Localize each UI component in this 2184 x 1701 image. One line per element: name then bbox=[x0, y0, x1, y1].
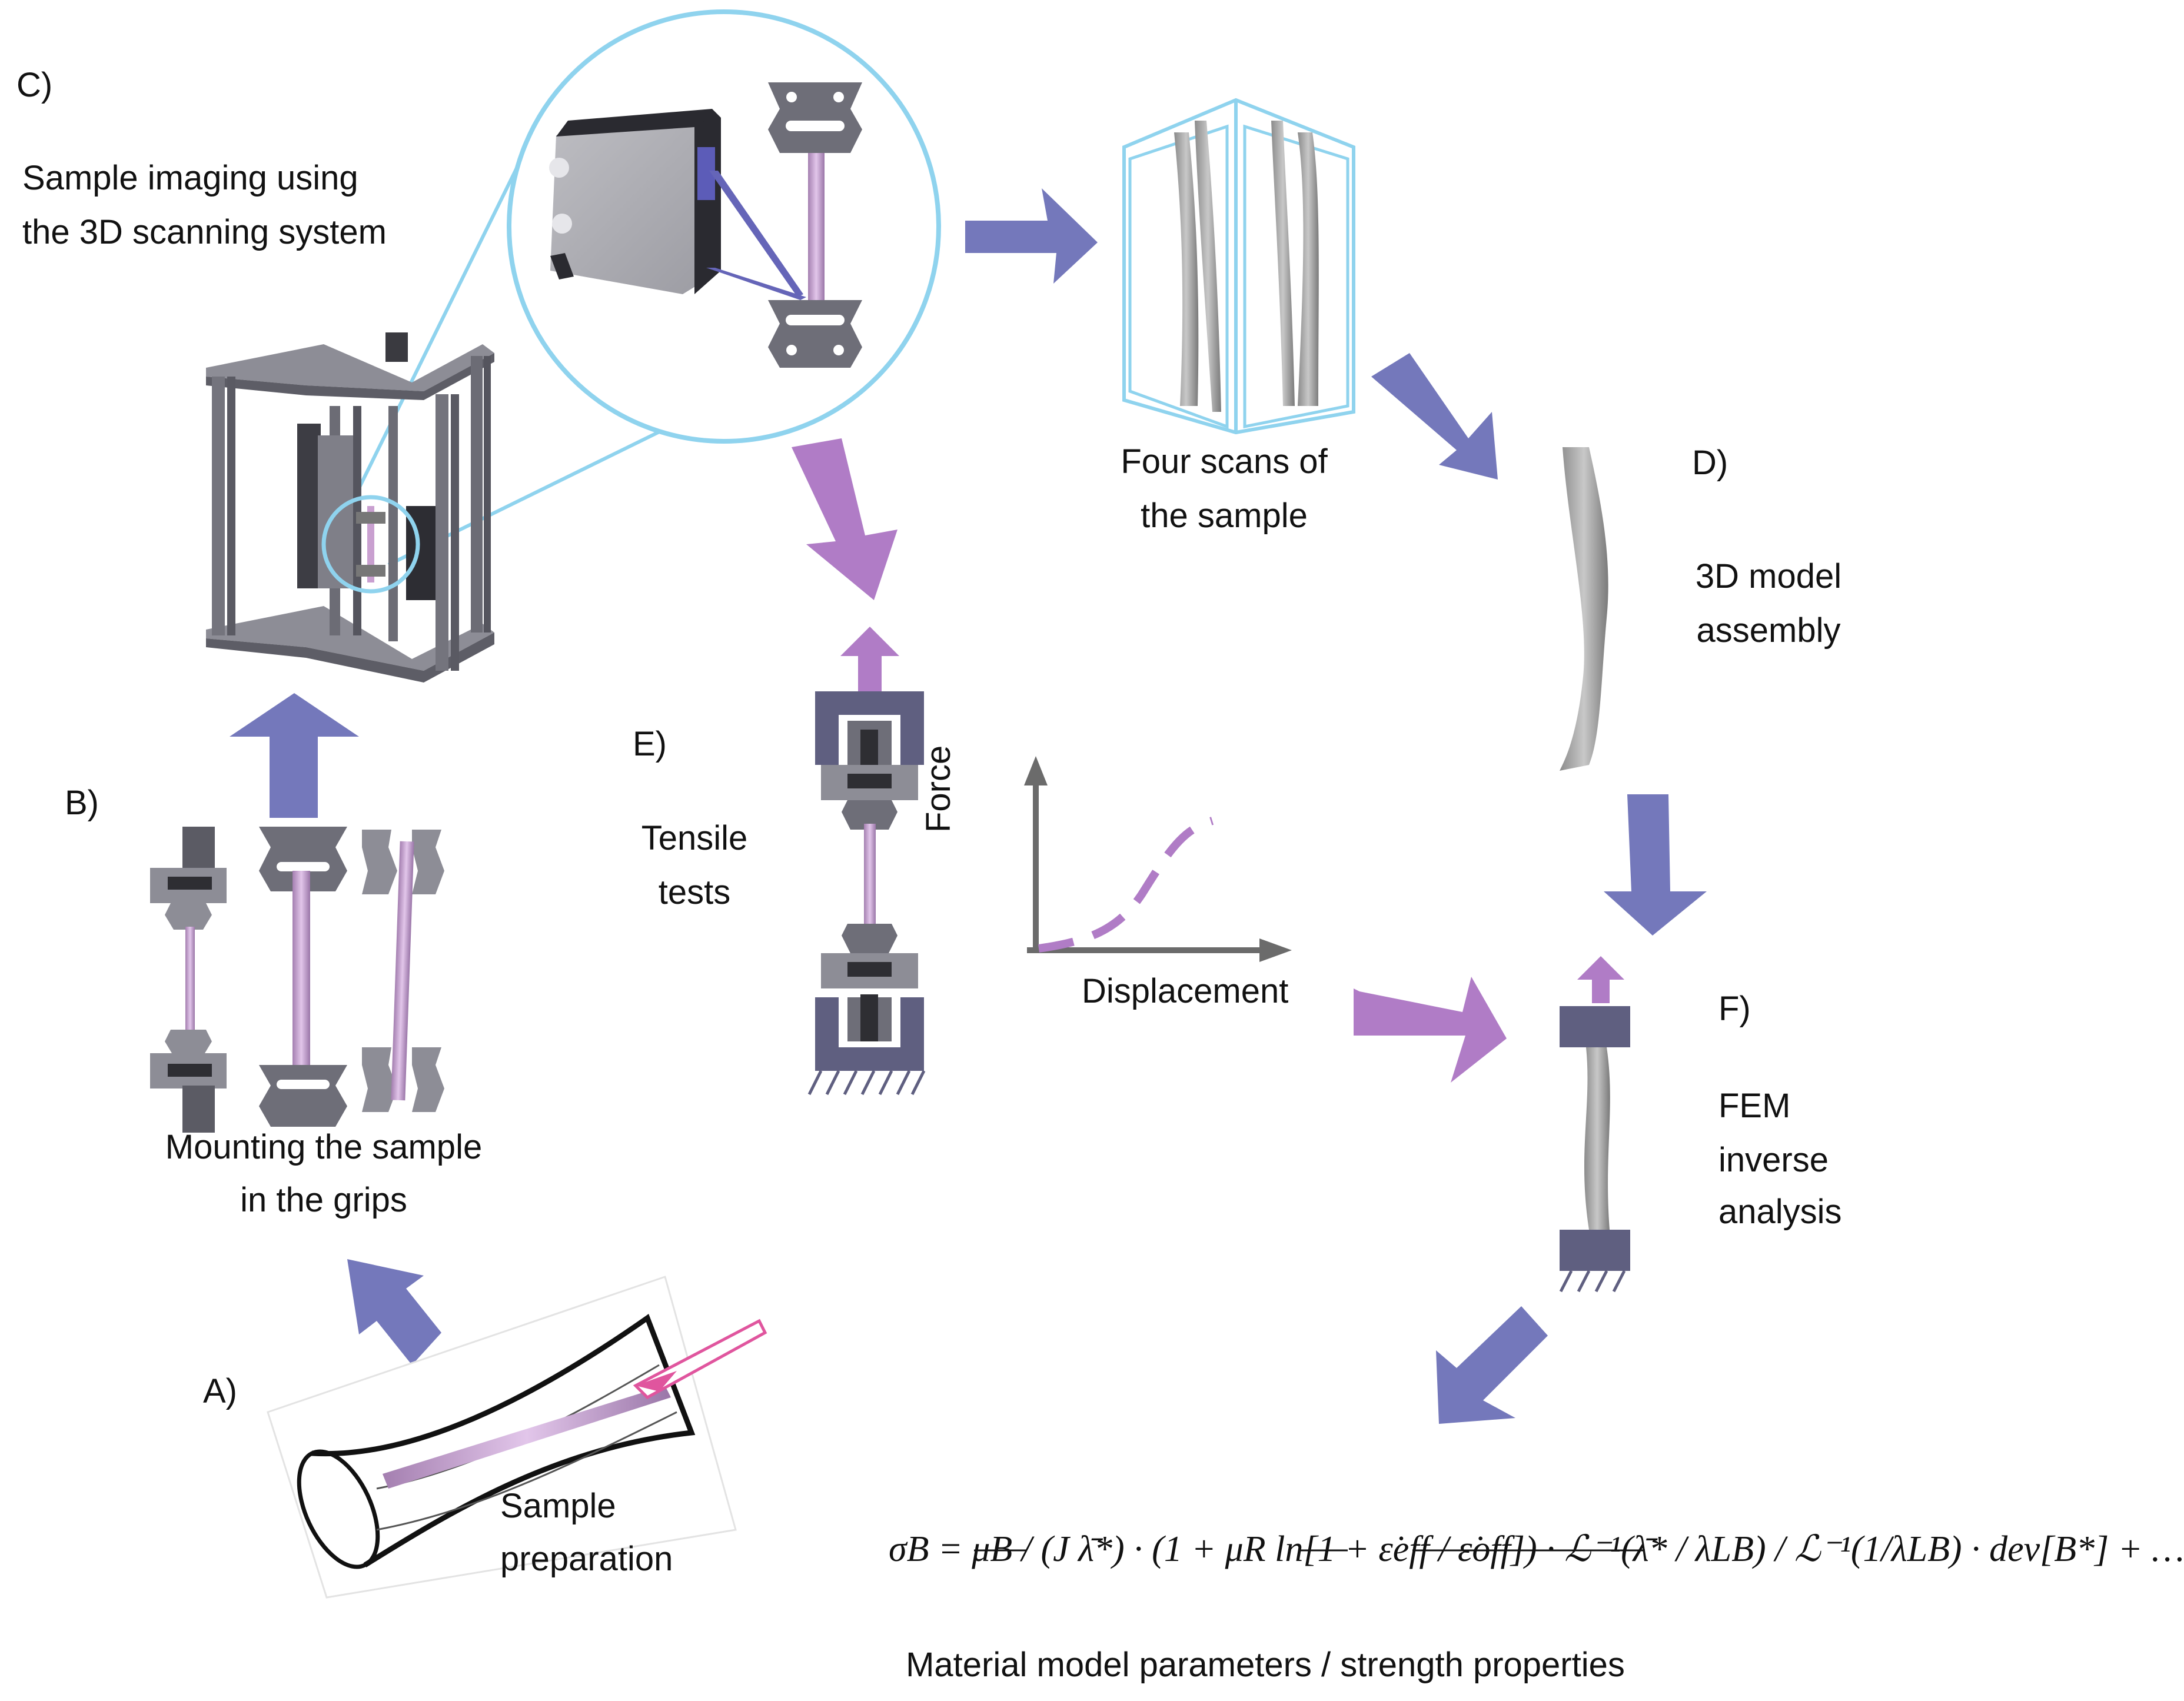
label-a: A) bbox=[203, 1372, 237, 1410]
grips-illustration bbox=[150, 827, 444, 1133]
label-f-desc-line3: analysis bbox=[1718, 1193, 1842, 1231]
label-c-desc-line1: Sample imaging using bbox=[22, 159, 358, 197]
label-e-desc-line2: tests bbox=[658, 873, 731, 911]
label-d: D) bbox=[1692, 444, 1728, 482]
material-model-equation: σB = μB / (J λ̄*) · (1 + μR ln[1 + ε̇eff… bbox=[889, 1529, 2184, 1569]
arrow-a-to-b bbox=[347, 1259, 441, 1365]
workflow-diagram: C) Sample imaging using the 3D scanning … bbox=[16, 9, 2184, 1684]
zoom-circle bbox=[507, 9, 941, 444]
label-f-desc-line2: inverse bbox=[1718, 1141, 1829, 1179]
arrow-d-to-f bbox=[1604, 794, 1707, 936]
bottom-caption: Material model parameters / strength pro… bbox=[906, 1646, 1625, 1684]
label-b-desc-line2: in the grips bbox=[240, 1181, 407, 1219]
diagram-graphics bbox=[150, 9, 1707, 1599]
tensile-test-illustration bbox=[807, 627, 926, 1096]
scanning-frame-illustration bbox=[206, 105, 725, 683]
label-e-desc-line1: Tensile bbox=[641, 819, 748, 857]
axis-label-displacement: Displacement bbox=[1082, 972, 1289, 1010]
force-displacement-plot bbox=[1024, 756, 1292, 962]
label-f-desc-line1: FEM bbox=[1718, 1087, 1791, 1125]
label-d-desc-line1: 3D model bbox=[1695, 557, 1842, 595]
four-scans-illustration bbox=[1122, 98, 1355, 435]
label-b-desc-line1: Mounting the sample bbox=[165, 1128, 483, 1166]
sample-preparation-illustration bbox=[267, 1276, 767, 1599]
arrow-c-to-scans bbox=[965, 188, 1098, 284]
label-scans-line2: the sample bbox=[1141, 497, 1308, 535]
label-f: F) bbox=[1718, 990, 1751, 1028]
axis-label-force: Force bbox=[919, 745, 958, 833]
arrow-b-to-c bbox=[230, 693, 359, 818]
arrow-scans-to-d bbox=[1371, 353, 1498, 480]
arrow-e-to-f bbox=[1354, 977, 1507, 1083]
label-b: B) bbox=[65, 784, 99, 822]
label-scans-line1: Four scans of bbox=[1121, 442, 1328, 481]
label-e: E) bbox=[633, 725, 667, 763]
label-a-desc-line2: preparation bbox=[500, 1540, 673, 1578]
label-c: C) bbox=[16, 66, 53, 104]
3d-model-illustration bbox=[1560, 447, 1608, 771]
arrow-f-to-equation bbox=[1436, 1306, 1548, 1424]
arrow-c-to-e bbox=[792, 438, 897, 600]
label-a-desc-line1: Sample bbox=[500, 1487, 616, 1525]
fem-illustration bbox=[1559, 956, 1630, 1293]
label-c-desc-line2: the 3D scanning system bbox=[22, 213, 387, 251]
label-d-desc-line2: assembly bbox=[1696, 611, 1841, 650]
